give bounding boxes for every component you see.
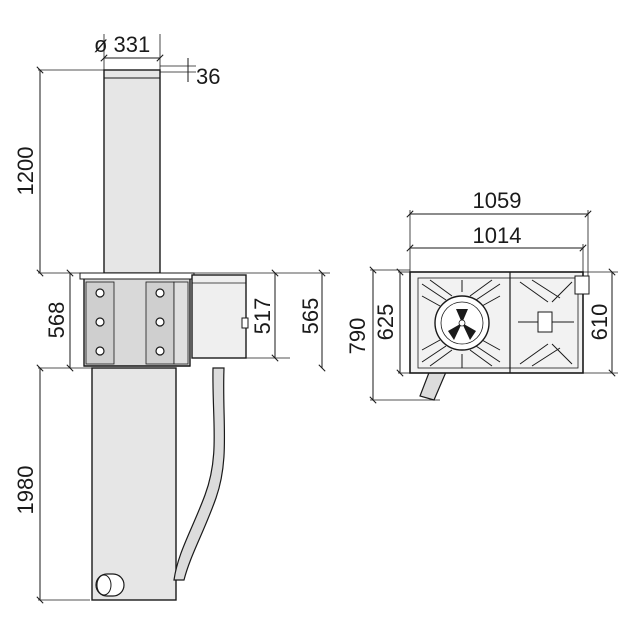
bolt (95, 288, 105, 298)
pillar-upper (103, 69, 161, 274)
side-view: ø 331 36 1200 568 1980 517 565 (13, 32, 330, 604)
hose-stub (419, 369, 447, 401)
label-height-top: 1200 (13, 147, 38, 196)
label-diameter: ø 331 (94, 32, 150, 57)
side-dimension-lines (36, 54, 326, 604)
nut-icon (448, 309, 476, 340)
label-inner-width: 1014 (473, 223, 522, 248)
top-view: 1059 1014 790 625 610 (345, 188, 618, 404)
label-box-outer: 565 (298, 298, 323, 335)
label-collar-height: 568 (44, 302, 69, 339)
label-outer-depth: 790 (345, 318, 370, 355)
bolt (95, 346, 105, 356)
bolt (95, 317, 105, 327)
pillar-lower (91, 367, 177, 601)
label-frame-depth: 610 (587, 304, 612, 341)
label-outer-width: 1059 (473, 188, 522, 213)
collar-bolts (95, 288, 165, 356)
bolt (155, 317, 165, 327)
bolt (155, 288, 165, 298)
label-height-bottom: 1980 (13, 466, 38, 515)
label-inner-depth: 625 (373, 304, 398, 341)
label-wall-thickness: 36 (196, 64, 220, 89)
top-dimension-lines (369, 210, 616, 404)
central-disc (434, 295, 490, 351)
drain-port (95, 573, 125, 597)
flexible-hose (173, 367, 226, 581)
label-box-inner: 517 (250, 298, 275, 335)
junction-box (191, 274, 249, 359)
bolt (155, 346, 165, 356)
